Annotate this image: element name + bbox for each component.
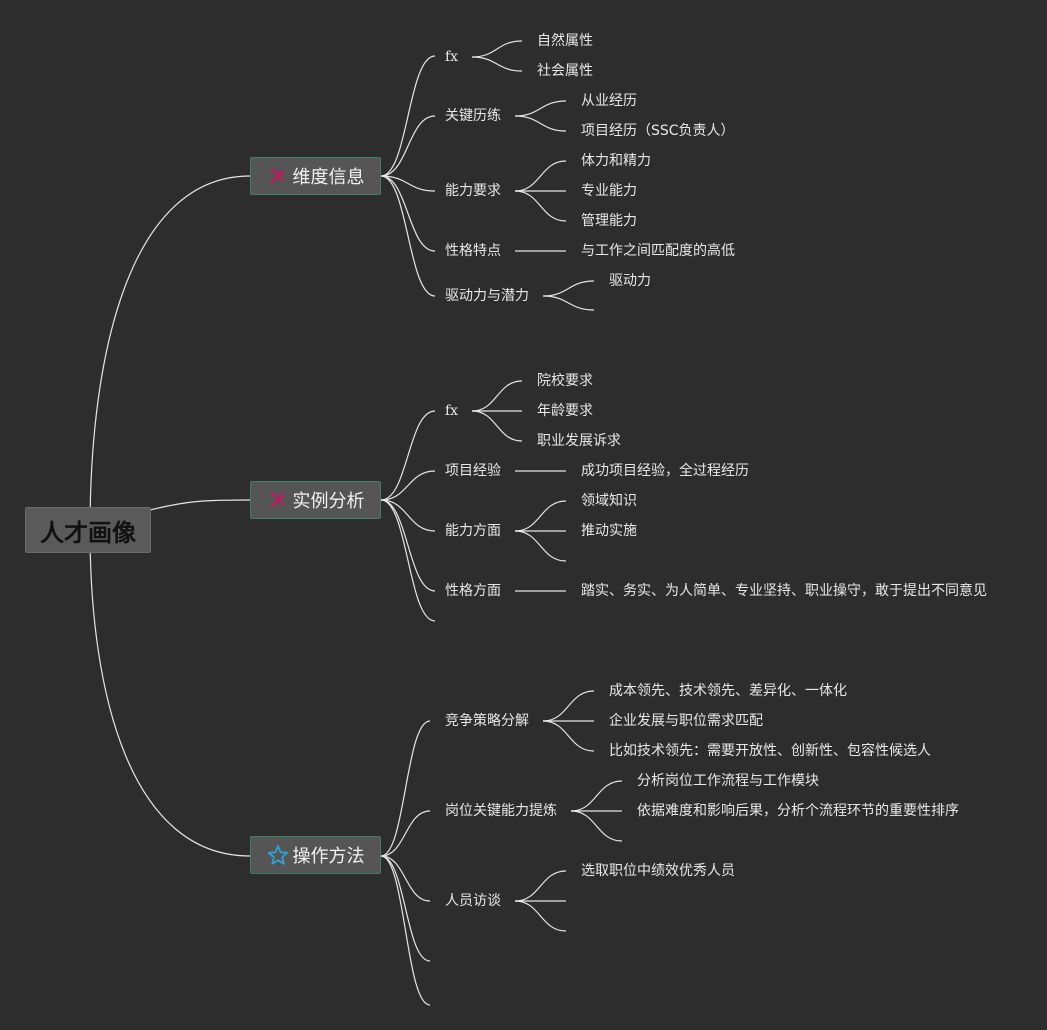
connector-line <box>471 410 523 442</box>
subtopic-label[interactable]: 踏实、务实、为人简单、专业坚持、职业操守，敢于提出不同意见 <box>581 583 987 599</box>
star-icon <box>267 844 289 866</box>
subtopic-label[interactable]: 社会属性 <box>537 63 593 79</box>
branch-node-case-analysis[interactable]: 实例分析 <box>250 481 381 519</box>
topic-label[interactable]: 岗位关键能力提炼 <box>445 803 557 819</box>
branch-label: 实例分析 <box>292 491 365 512</box>
connector-line <box>514 500 567 532</box>
connector-line <box>514 160 567 192</box>
subtopic-label[interactable]: 选取职位中绩效优秀人员 <box>581 863 735 879</box>
branch-node-dimension[interactable]: 维度信息 <box>250 157 381 195</box>
connector-line <box>542 295 595 311</box>
connector-line <box>471 380 523 412</box>
root-label: 人才画像 <box>40 518 136 547</box>
connector-line <box>570 780 623 812</box>
connector-line <box>514 190 567 222</box>
connector-line <box>570 810 623 842</box>
subtopic-label[interactable]: 体力和精力 <box>581 153 651 169</box>
root-connector <box>89 529 251 857</box>
connector-line <box>514 100 567 117</box>
connector-line <box>471 40 523 58</box>
connector-line <box>542 720 595 752</box>
subtopic-label[interactable]: 专业能力 <box>581 183 637 199</box>
connector-line <box>380 499 436 532</box>
topic-label[interactable]: 竞争策略分解 <box>445 713 529 729</box>
connector-line <box>514 530 567 562</box>
tools-icon <box>267 489 289 511</box>
subtopic-label[interactable]: 院校要求 <box>537 373 593 389</box>
topic-label[interactable]: 驱动力与潜力 <box>445 288 529 304</box>
topic-label[interactable]: 性格方面 <box>445 583 501 599</box>
connector-line <box>380 810 431 857</box>
subtopic-label[interactable]: 领域知识 <box>581 493 637 509</box>
subtopic-label[interactable]: 企业发展与职位需求匹配 <box>609 713 763 729</box>
connector-line <box>380 499 436 622</box>
root-connector <box>149 499 251 511</box>
connector-line <box>380 410 436 501</box>
tools-icon <box>267 165 289 187</box>
connector-line <box>471 56 523 72</box>
subtopic-label[interactable]: 分析岗位工作流程与工作模块 <box>637 773 819 789</box>
connector-line <box>514 870 567 902</box>
connector-line <box>380 175 436 252</box>
root-node[interactable]: 人才画像 <box>25 507 151 553</box>
connector-line <box>380 115 436 177</box>
connector-line <box>380 175 436 192</box>
branch-label: 维度信息 <box>292 167 365 188</box>
branch-label: 操作方法 <box>292 846 365 867</box>
subtopic-label[interactable]: 与工作之间匹配度的高低 <box>581 243 735 259</box>
topic-label[interactable]: 能力要求 <box>445 183 501 199</box>
topic-label[interactable]: fx <box>445 403 459 419</box>
connector-line <box>542 280 595 297</box>
root-connector <box>89 175 251 531</box>
connector-line <box>514 900 567 932</box>
connector-line <box>380 55 436 177</box>
connector-line <box>380 720 431 857</box>
branch-node-method[interactable]: 操作方法 <box>250 836 381 874</box>
subtopic-label[interactable]: 推动实施 <box>581 523 637 539</box>
topic-label[interactable]: 人员访谈 <box>445 893 501 909</box>
subtopic-label[interactable]: 从业经历 <box>581 93 637 109</box>
subtopic-label[interactable]: 依据难度和影响后果，分析个流程环节的重要性排序 <box>637 803 959 819</box>
connector-line <box>380 470 436 501</box>
connector-line <box>542 690 595 722</box>
subtopic-label[interactable]: 比如技术领先：需要开放性、创新性、包容性候选人 <box>609 743 931 759</box>
topic-label[interactable]: 能力方面 <box>445 523 501 539</box>
topic-label[interactable]: 性格特点 <box>445 243 501 259</box>
subtopic-label[interactable]: 项目经历（SSC负责人） <box>581 123 735 139</box>
subtopic-label[interactable]: 年龄要求 <box>537 403 593 419</box>
subtopic-label[interactable]: 管理能力 <box>581 213 637 229</box>
connector-line <box>514 115 567 132</box>
subtopic-label[interactable]: 成本领先、技术领先、差异化、一体化 <box>609 683 847 699</box>
topic-label[interactable]: 项目经验 <box>445 463 501 479</box>
subtopic-label[interactable]: 职业发展诉求 <box>537 433 621 449</box>
connector-line <box>380 855 431 962</box>
connector-line <box>380 499 436 592</box>
connector-line <box>380 175 436 297</box>
connector-line <box>380 855 431 1006</box>
subtopic-label[interactable]: 驱动力 <box>609 273 651 289</box>
connector-line <box>380 855 431 902</box>
topic-label[interactable]: 关键历练 <box>445 108 501 124</box>
subtopic-label[interactable]: 自然属性 <box>537 33 593 49</box>
subtopic-label[interactable]: 成功项目经验，全过程经历 <box>581 463 749 479</box>
topic-label[interactable]: fx <box>445 49 459 65</box>
